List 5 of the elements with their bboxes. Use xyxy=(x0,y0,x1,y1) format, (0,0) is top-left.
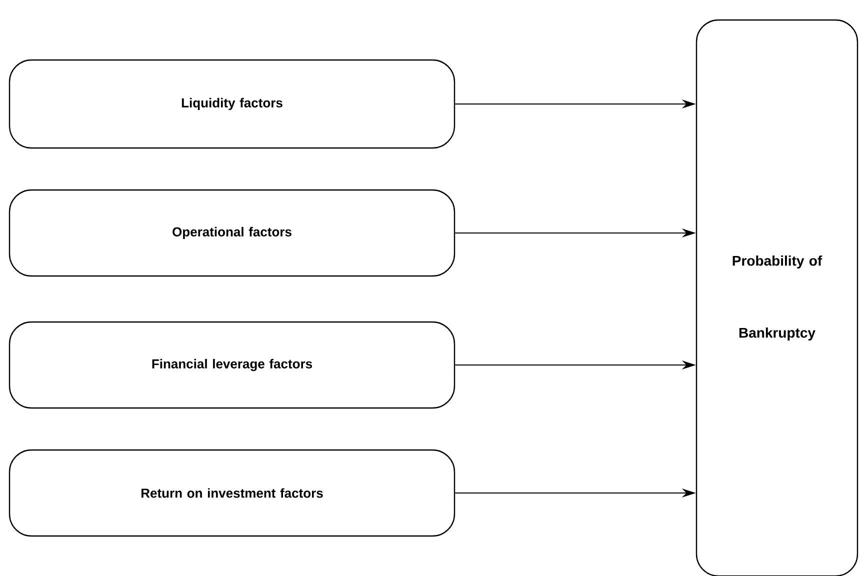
factor-box: Financial leverage factors xyxy=(8,321,456,409)
factor-box: Liquidity factors xyxy=(8,59,456,149)
factor-box: Operational factors xyxy=(8,189,456,277)
result-box: Probability of Bankruptcy xyxy=(696,19,858,576)
factor-box: Return on investment factors xyxy=(8,449,456,537)
